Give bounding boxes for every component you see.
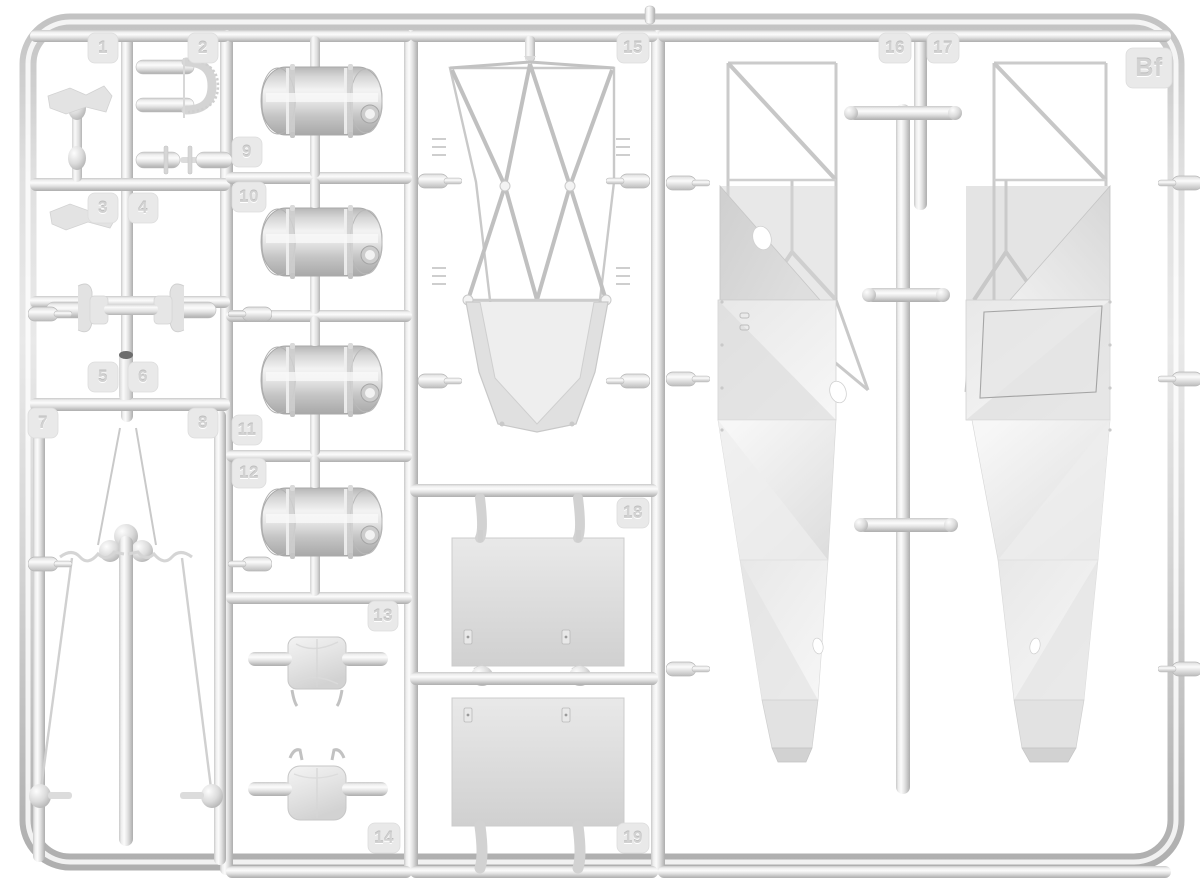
part-17-wing: [964, 61, 1200, 763]
part-1-bracket: [47, 85, 113, 115]
part-12-tank: [260, 466, 383, 581]
part-number-plaque-16: [878, 32, 912, 64]
part-number-4: 4: [138, 198, 148, 217]
part-number-16: 16: [885, 38, 905, 57]
part-16-wing: [666, 61, 870, 763]
sprue-outer-frame: [19, 5, 1185, 871]
part-number-19: 19: [623, 828, 643, 847]
part-number-3: 3: [98, 198, 108, 217]
part-number-2: 2: [198, 38, 208, 57]
part-19-plate: [451, 697, 625, 874]
part-18-plate: [451, 493, 625, 686]
part-number-plaques: [27, 32, 1173, 854]
part-number-plaque-17: [926, 32, 960, 64]
part-number-plaque-4: [127, 192, 159, 224]
part-13-pad: [248, 636, 388, 707]
part-number-5: 5: [98, 367, 108, 386]
part-number-plaque-13: [367, 600, 399, 632]
part-number-6: 6: [138, 367, 148, 386]
part-9-tank: [260, 44, 383, 160]
part-number-plaque-2: [187, 32, 219, 64]
part-number-12: 12: [239, 463, 259, 482]
part-number-plaque-bf: [1125, 47, 1173, 89]
part-number-plaque-1: [87, 32, 119, 64]
part-number-plaque-10: [231, 181, 267, 213]
part-4-rod: [135, 145, 240, 175]
part-number-9: 9: [242, 142, 252, 161]
center-cross-sprue: [844, 104, 962, 794]
part-number-1: 1: [98, 38, 108, 57]
part-7-8-struts: [29, 427, 223, 846]
part-number-plaque-12: [231, 457, 267, 489]
part-number-plaque-5: [87, 361, 119, 393]
part-number-bf: Bf: [1135, 53, 1163, 82]
part-14-pad: [248, 748, 388, 821]
side-gates: [28, 306, 658, 685]
part-number-plaque-6: [127, 361, 159, 393]
part-number-plaque-19: [616, 822, 650, 854]
part-number-plaque-9: [231, 136, 263, 168]
part-number-8: 8: [198, 413, 208, 432]
part-number-plaque-3: [87, 192, 119, 224]
part-number-10: 10: [239, 187, 259, 206]
part-number-18: 18: [623, 503, 643, 522]
part-number-plaque-11: [231, 414, 263, 446]
part-2-handle: [135, 57, 220, 118]
part-number-plaque-14: [367, 822, 401, 854]
part-number-17: 17: [933, 38, 953, 57]
part-number-13: 13: [373, 606, 393, 625]
part-15-truss: [418, 36, 650, 433]
part-number-15: 15: [623, 38, 643, 57]
part-number-plaque-15: [616, 32, 650, 64]
part-number-plaque-8: [187, 407, 219, 439]
part-number-plaque-7: [27, 407, 59, 439]
part-11-tank: [260, 324, 383, 439]
part-number-7: 7: [38, 413, 48, 432]
part-10-tank: [260, 186, 383, 301]
part-number-11: 11: [237, 420, 257, 439]
part-number-plaque-18: [616, 497, 650, 529]
part-number-14: 14: [374, 828, 394, 847]
